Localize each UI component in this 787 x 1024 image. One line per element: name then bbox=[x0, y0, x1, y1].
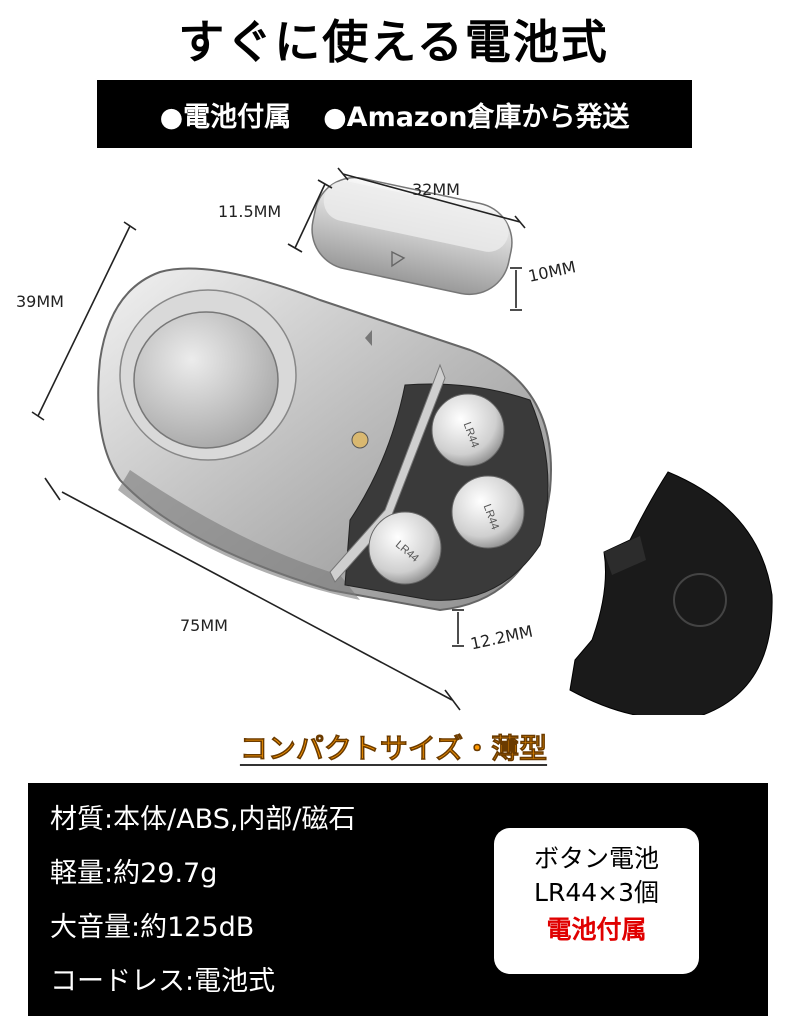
dim-sensor-length: 32MM bbox=[412, 180, 460, 199]
banner-amazon-shipping: ●Amazon倉庫から発送 bbox=[323, 101, 630, 133]
alarm-button bbox=[133, 311, 279, 449]
battery-cell: LR44 bbox=[431, 393, 505, 467]
product-illustration: LR44 LR44 LR44 bbox=[31, 167, 773, 715]
subheading: コンパクトサイズ・薄型 bbox=[0, 727, 787, 767]
spec-panel: 材質:本体/ABS,内部/磁石 軽量:約29.7g 大音量:約125dB コード… bbox=[28, 783, 768, 1016]
led-light bbox=[351, 431, 369, 449]
arrow-icon bbox=[391, 250, 406, 268]
dimension-lines bbox=[31, 167, 526, 711]
battery-cover bbox=[569, 471, 773, 715]
dim-sensor-width: 11.5MM bbox=[218, 202, 282, 221]
battery-cell: LR44 bbox=[451, 475, 525, 549]
alarm-body: LR44 LR44 LR44 bbox=[97, 267, 552, 612]
spec-material: 材質:本体/ABS,内部/磁石 bbox=[50, 804, 356, 835]
spec-volume: 大音量:約125dB bbox=[50, 912, 255, 943]
banner-battery-included: ●電池付属 bbox=[159, 101, 292, 133]
spec-weight: 軽量:約29.7g bbox=[50, 858, 218, 889]
battery-count: LR44×3個 bbox=[534, 878, 659, 907]
subheading-text: コンパクトサイズ・薄型 bbox=[239, 732, 548, 766]
battery-included-label: 電池付属 bbox=[546, 915, 647, 944]
battery-info-box: ボタン電池 LR44×3個 電池付属 bbox=[494, 828, 699, 974]
spec-cordless: コードレス:電池式 bbox=[50, 966, 276, 997]
battery-type: ボタン電池 bbox=[533, 844, 659, 873]
dim-body-length: 75MM bbox=[180, 616, 228, 635]
feature-banner: ●電池付属 ●Amazon倉庫から発送 bbox=[97, 80, 692, 148]
dim-body-height: 39MM bbox=[16, 292, 64, 311]
battery-cell: LR44 bbox=[368, 511, 442, 585]
page-title: すぐに使える電池式 bbox=[178, 15, 609, 69]
